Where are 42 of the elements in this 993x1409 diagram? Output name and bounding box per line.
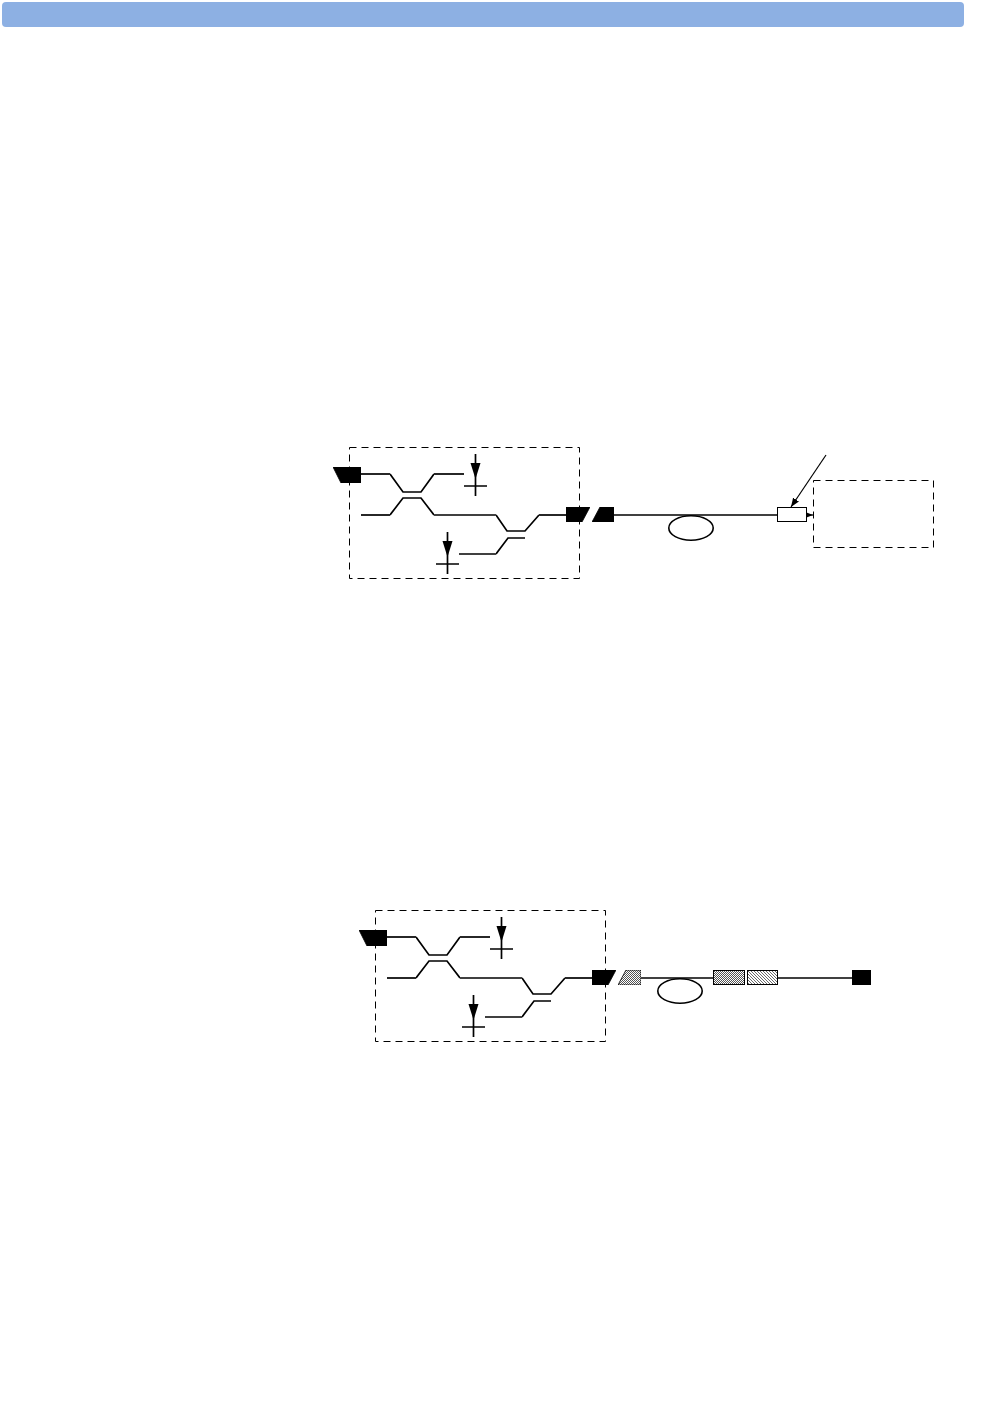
connecting-line bbox=[459, 977, 523, 979]
coupler-drawing bbox=[390, 472, 434, 517]
connecting-line bbox=[613, 514, 692, 516]
coupler-drawing bbox=[496, 513, 539, 556]
hatched-block bbox=[747, 970, 778, 985]
connector-block bbox=[592, 507, 614, 522]
connecting-line bbox=[433, 514, 497, 516]
connecting-line bbox=[690, 514, 778, 516]
connector-block bbox=[592, 970, 616, 985]
connecting-line bbox=[360, 473, 391, 475]
dashed-frame bbox=[813, 480, 934, 548]
connecting-line bbox=[538, 514, 567, 516]
dashed-frame bbox=[349, 447, 580, 579]
outlined-block bbox=[777, 507, 807, 522]
connecting-line bbox=[564, 977, 593, 979]
end-block bbox=[852, 970, 871, 985]
connector-block bbox=[359, 930, 387, 946]
coupler-drawing bbox=[416, 935, 460, 980]
checkered-block bbox=[713, 970, 745, 985]
connecting-line bbox=[386, 977, 417, 979]
arrow-cross-symbol bbox=[436, 532, 459, 574]
arrow-cross-symbol bbox=[462, 995, 485, 1037]
connecting-line bbox=[458, 553, 497, 555]
arrow-cross-symbol bbox=[464, 454, 487, 496]
connecting-line bbox=[777, 977, 853, 979]
connecting-line bbox=[433, 473, 465, 475]
loop-ellipse bbox=[657, 978, 703, 1004]
loop-ellipse bbox=[668, 515, 714, 541]
connecting-line bbox=[459, 936, 491, 938]
leader-arrow bbox=[790, 454, 827, 508]
connecting-line bbox=[360, 514, 391, 516]
connecting-line bbox=[484, 1016, 523, 1018]
arrow-cross-symbol bbox=[490, 917, 513, 959]
checkered-connector-block bbox=[618, 970, 641, 985]
connector-block bbox=[566, 507, 590, 522]
dashed-frame bbox=[375, 910, 606, 1042]
connecting-line bbox=[640, 977, 681, 979]
connecting-line bbox=[679, 977, 714, 979]
coupler-drawing bbox=[522, 976, 565, 1019]
connecting-line bbox=[386, 936, 417, 938]
connector-block bbox=[333, 467, 361, 483]
arrow bbox=[804, 511, 814, 519]
